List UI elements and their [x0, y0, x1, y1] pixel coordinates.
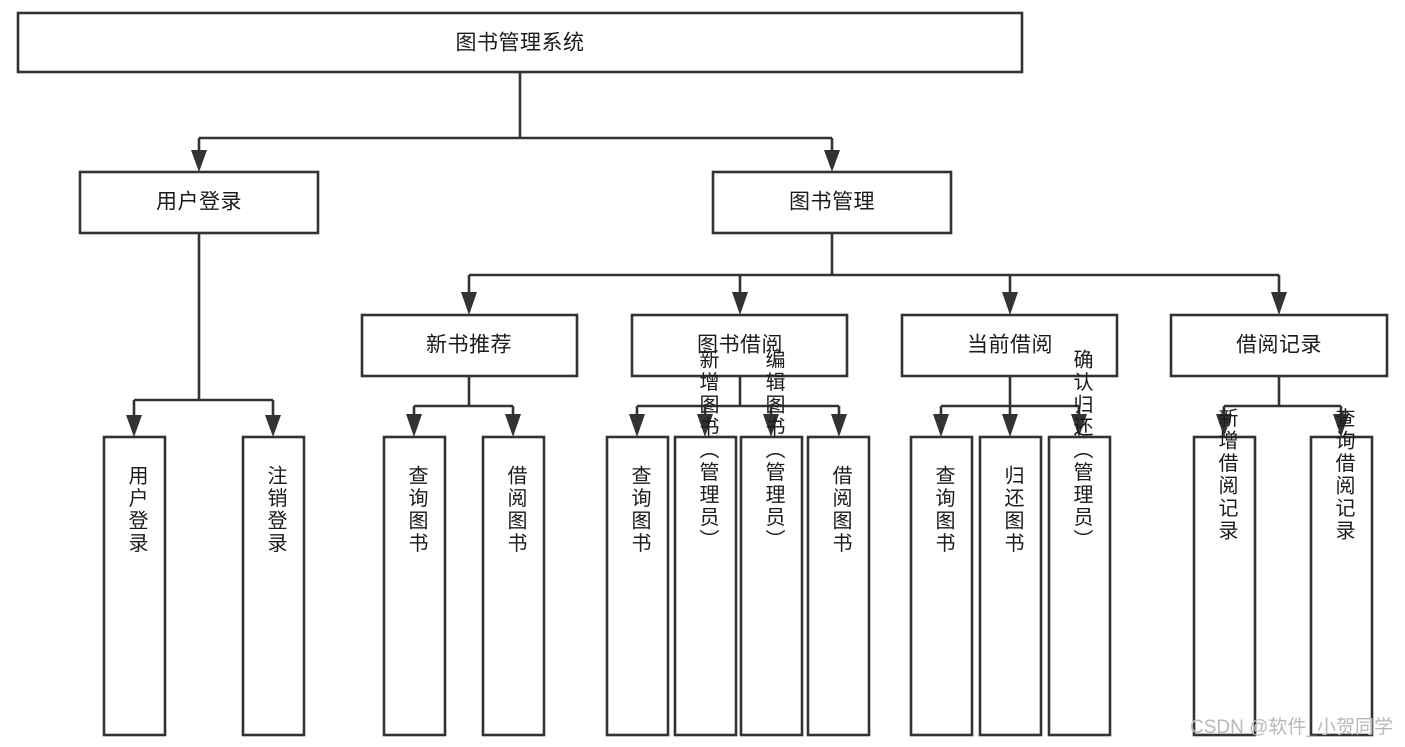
arrow-bookborrow-leaf-3: [763, 414, 779, 437]
arrow-to-leaf-logout: [265, 415, 281, 437]
node-book-manage[interactable]: 图书管理: [711, 170, 953, 235]
node-book-manage-label: 图书管理: [789, 191, 875, 214]
leaf-current-borrow-0[interactable]: 查询图书: [909, 435, 974, 737]
leaf-new-book-1-label: 借阅图书: [504, 465, 527, 555]
leaf-new-book-0-label: 查询图书: [405, 465, 428, 555]
node-user-login-box[interactable]: [78, 170, 320, 235]
leaf-book-borrow-0-box[interactable]: [605, 435, 670, 737]
arrow-to-borrow-record: [1271, 292, 1287, 315]
arrow-borrowrecord-leaf-1: [1216, 414, 1232, 437]
arrow-borrowrecord-leaf-2: [1333, 414, 1349, 437]
leaf-book-borrow-0-label: 查询图书: [628, 465, 651, 555]
node-current-borrow[interactable]: 当前借阅: [900, 313, 1119, 378]
node-user-login-label: 用户登录: [156, 191, 242, 214]
leaf-book-borrow-3-label: 借阅图书: [829, 465, 852, 555]
leaf-borrow-record-1-label: 查询借阅记录: [1332, 407, 1355, 542]
leaf-new-book-0-box[interactable]: [382, 435, 447, 737]
arrow-newbook-leaf-1: [406, 414, 422, 437]
arrow-bookborrow-leaf-4: [831, 414, 847, 437]
arrow-to-book-manage: [824, 150, 840, 172]
leaf-current-borrow-1-label: 归还图书: [1001, 465, 1024, 555]
leaf-book-borrow-3[interactable]: 借阅图书: [806, 435, 871, 737]
node-user-login[interactable]: 用户登录: [78, 170, 320, 235]
arrow-to-leaf-user-login: [126, 415, 142, 437]
leaf-new-book-0[interactable]: 查询图书: [382, 435, 447, 737]
node-book-borrow-box[interactable]: [630, 313, 849, 378]
arrow-to-user-login: [191, 150, 207, 172]
arrow-bookborrow-leaf-1: [629, 414, 645, 437]
edge-currentborrow-to-leaves: [939, 376, 1081, 420]
edge-borrowrecord-to-leaves: [1222, 376, 1343, 420]
node-new-book-recommend[interactable]: 新书推荐: [360, 313, 579, 378]
edge-userlogin-to-bus: [132, 233, 275, 422]
node-root-label: 图书管理系统: [456, 32, 585, 55]
edge-bookmanage-to-bus: [467, 233, 1281, 297]
leaf-user-login-0-box[interactable]: [102, 435, 167, 737]
leaf-borrow-record-1-box[interactable]: [1309, 435, 1374, 737]
leaf-book-borrow-3-box[interactable]: [806, 435, 871, 737]
leaf-current-borrow-2-box[interactable]: [1047, 435, 1112, 737]
node-new-book-recommend-label: 新书推荐: [426, 334, 512, 357]
edge-newbook-to-leaves: [412, 376, 515, 420]
leaf-borrow-record-0-box[interactable]: [1192, 435, 1257, 737]
leaf-current-borrow-2[interactable]: 确认归还（管理员）: [1047, 348, 1112, 737]
arrow-to-current-borrow: [1002, 292, 1018, 315]
arrow-currentborrow-leaf-3: [1071, 414, 1087, 437]
arrow-currentborrow-leaf-2: [1002, 414, 1018, 437]
leaf-new-book-1-box[interactable]: [481, 435, 546, 737]
leaf-current-borrow-1-box[interactable]: [978, 435, 1043, 737]
leaf-current-borrow-2-label: 确认归还（管理员）: [1070, 348, 1093, 551]
leaf-book-borrow-2-label: 编辑图书（管理员）: [762, 348, 785, 551]
node-current-borrow-label: 当前借阅: [967, 334, 1053, 357]
node-book-borrow-label: 图书借阅: [697, 334, 783, 357]
edge-layer: [126, 72, 1349, 437]
leaf-user-login-1[interactable]: 注销登录: [241, 435, 306, 737]
node-root[interactable]: 图书管理系统: [16, 11, 1024, 74]
leaf-book-borrow-1-label: 新增图书（管理员）: [696, 348, 719, 551]
leaf-borrow-record-1[interactable]: 查询借阅记录: [1309, 407, 1374, 737]
leaf-user-login-1-box[interactable]: [241, 435, 306, 737]
leaf-new-book-1[interactable]: 借阅图书: [481, 435, 546, 737]
node-borrow-record[interactable]: 借阅记录: [1169, 313, 1389, 378]
edge-bookborrow-to-leaves: [635, 376, 841, 420]
leaf-user-login-0-label: 用户登录: [125, 465, 148, 555]
leaf-book-borrow-2-box[interactable]: [739, 435, 804, 737]
leaf-borrow-record-0-label: 新增借阅记录: [1215, 407, 1238, 542]
edge-root-to-bus: [197, 72, 834, 157]
arrow-newbook-leaf-2: [505, 414, 521, 437]
node-current-borrow-box[interactable]: [900, 313, 1119, 378]
arrow-currentborrow-leaf-1: [933, 414, 949, 437]
leaf-borrow-record-0[interactable]: 新增借阅记录: [1192, 407, 1257, 737]
leaf-book-borrow-1-box[interactable]: [673, 435, 738, 737]
node-borrow-record-label: 借阅记录: [1236, 334, 1322, 357]
node-book-borrow[interactable]: 图书借阅: [630, 313, 849, 378]
leaf-book-borrow-0[interactable]: 查询图书: [605, 435, 670, 737]
node-book-manage-box[interactable]: [711, 170, 953, 235]
leaf-book-borrow-2[interactable]: 编辑图书（管理员）: [739, 348, 804, 737]
node-borrow-record-box[interactable]: [1169, 313, 1389, 378]
arrow-bookborrow-leaf-2: [697, 414, 713, 437]
leaf-current-borrow-0-label: 查询图书: [932, 465, 955, 555]
arrow-to-new-book-recommend: [461, 292, 477, 315]
node-new-book-recommend-box[interactable]: [360, 313, 579, 378]
leaf-user-login-1-label: 注销登录: [264, 465, 287, 555]
leaf-book-borrow-1[interactable]: 新增图书（管理员）: [673, 348, 738, 737]
arrow-to-book-borrow: [732, 292, 748, 315]
leaf-current-borrow-1[interactable]: 归还图书: [978, 435, 1043, 737]
leaf-current-borrow-0-box[interactable]: [909, 435, 974, 737]
leaf-user-login-0[interactable]: 用户登录: [102, 435, 167, 737]
node-root-box[interactable]: [16, 11, 1024, 74]
